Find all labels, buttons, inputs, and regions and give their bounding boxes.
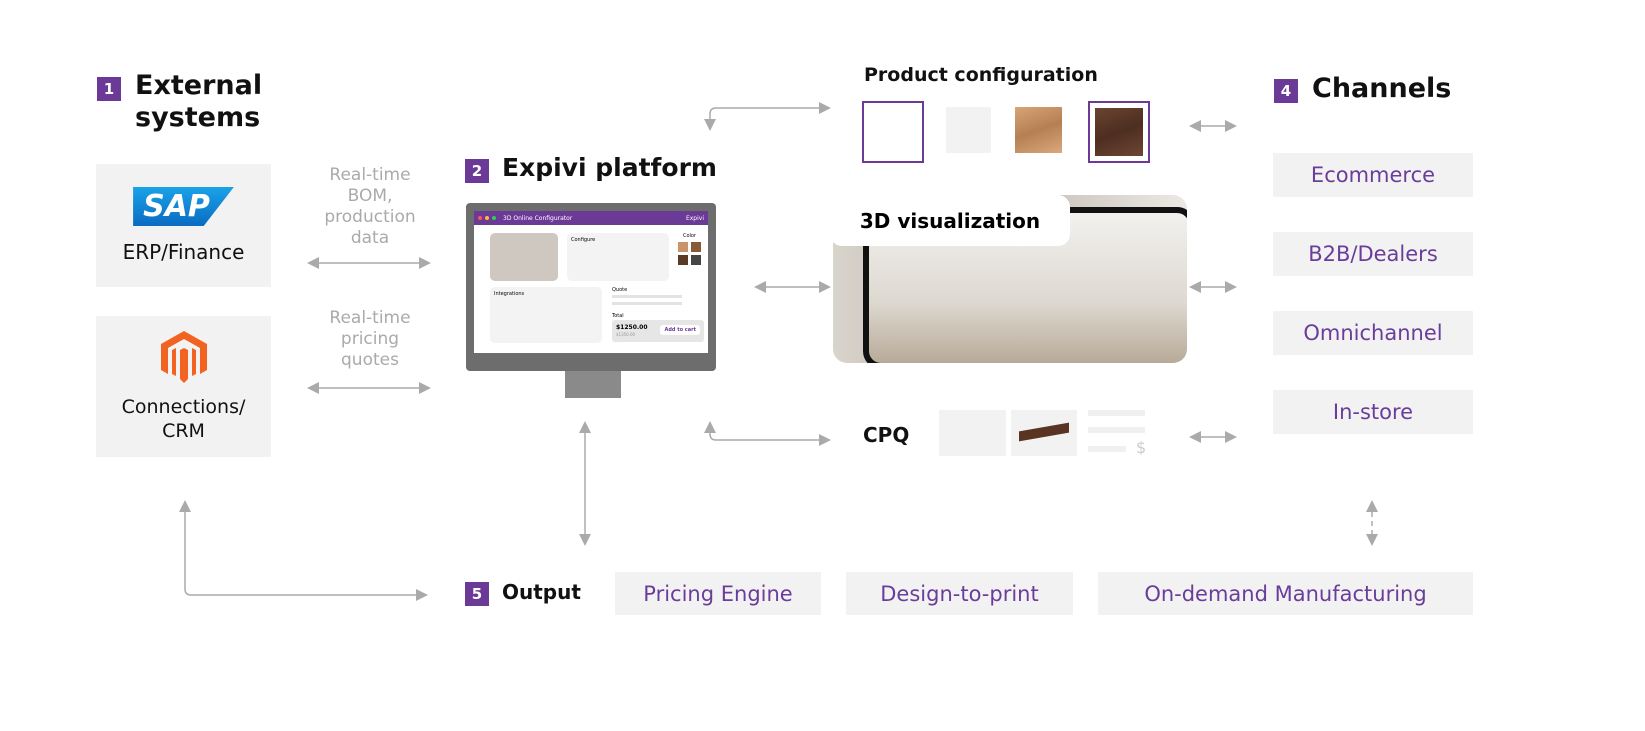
3d-visualization-label: 3D visualization — [830, 195, 1070, 246]
flow-line: BOM, — [347, 186, 393, 206]
color-panel: Color — [671, 233, 708, 281]
channel-in-store: In-store — [1273, 390, 1473, 434]
channels-title: Channels — [1312, 73, 1452, 104]
section-badge: 4 — [1274, 79, 1298, 103]
stair-option-thumb[interactable] — [946, 107, 991, 153]
app-title: 3D Online Configurator — [503, 214, 573, 222]
total-panel: $1250.00$1350.00 Add to cart — [612, 320, 704, 342]
wood-dark-swatch[interactable] — [1088, 101, 1150, 163]
label-line: Connections/ — [121, 395, 246, 418]
integrations-panel: Integrations — [490, 287, 602, 343]
monitor-stand — [565, 371, 621, 398]
monitor: 3D Online Configurator Expivi Configure C… — [466, 203, 716, 371]
title-line: External — [135, 70, 263, 101]
output-title: Output — [502, 580, 581, 604]
wood-light-swatch[interactable] — [1015, 107, 1062, 153]
price: $1250.00 — [616, 324, 648, 331]
flow-line: pricing — [340, 329, 400, 349]
old-price: $1350.00 — [616, 332, 636, 337]
stair-option-thumb[interactable] — [862, 101, 924, 163]
cpq-arrow — [704, 421, 831, 446]
app-titlebar: 3D Online Configurator Expivi — [474, 211, 708, 225]
section-badge: 1 — [97, 77, 121, 101]
platform-title: Expivi platform — [502, 153, 717, 182]
sap-logo: SAP — [133, 187, 234, 226]
flow-line: data — [350, 228, 390, 248]
railing-thumb — [939, 410, 1006, 456]
preview-thumb — [490, 233, 558, 281]
monitor-screen: 3D Online Configurator Expivi Configure C… — [474, 211, 708, 353]
add-to-cart-button[interactable]: Add to cart — [660, 325, 700, 335]
plank-thumb — [1011, 410, 1077, 456]
channel-b2b-dealers: B2B/Dealers — [1273, 232, 1473, 276]
flow-line: production — [324, 207, 416, 227]
sap-box: SAP ERP/Finance — [96, 164, 271, 287]
quote-label: Quote — [612, 287, 628, 293]
integrations-label: Integrations — [494, 291, 525, 297]
config-arrow — [704, 102, 831, 131]
crm-output-arrow — [179, 500, 428, 601]
flow-line: Real-time — [329, 308, 411, 328]
channel-omnichannel: Omnichannel — [1273, 311, 1473, 355]
erp-label: ERP/Finance — [122, 240, 245, 264]
label-line: CRM — [162, 419, 205, 442]
product-configuration-title: Product configuration — [864, 64, 1098, 86]
dollar-icon: $ — [1136, 438, 1147, 457]
channel-ecommerce: Ecommerce — [1273, 153, 1473, 197]
configure-label: Configure — [571, 237, 596, 243]
color-label: Color — [682, 233, 697, 239]
configure-panel: Configure — [567, 233, 669, 281]
cpq-title: CPQ — [863, 423, 910, 447]
output-on-demand-manufacturing: On-demand Manufacturing — [1098, 572, 1473, 615]
flow-line: quotes — [341, 350, 399, 370]
output-design-to-print: Design-to-print — [846, 572, 1073, 615]
brand: Expivi — [685, 214, 704, 222]
flow-line: Real-time — [329, 165, 411, 185]
section-badge: 2 — [465, 159, 489, 183]
total-label: Total — [612, 313, 624, 319]
crm-label: Connections/CRM — [122, 395, 246, 443]
magento-box: Connections/CRM — [96, 316, 271, 457]
output-pricing-engine: Pricing Engine — [615, 572, 821, 615]
magento-icon — [160, 330, 207, 383]
section-badge: 5 — [465, 582, 489, 606]
title-line: systems — [135, 102, 261, 133]
